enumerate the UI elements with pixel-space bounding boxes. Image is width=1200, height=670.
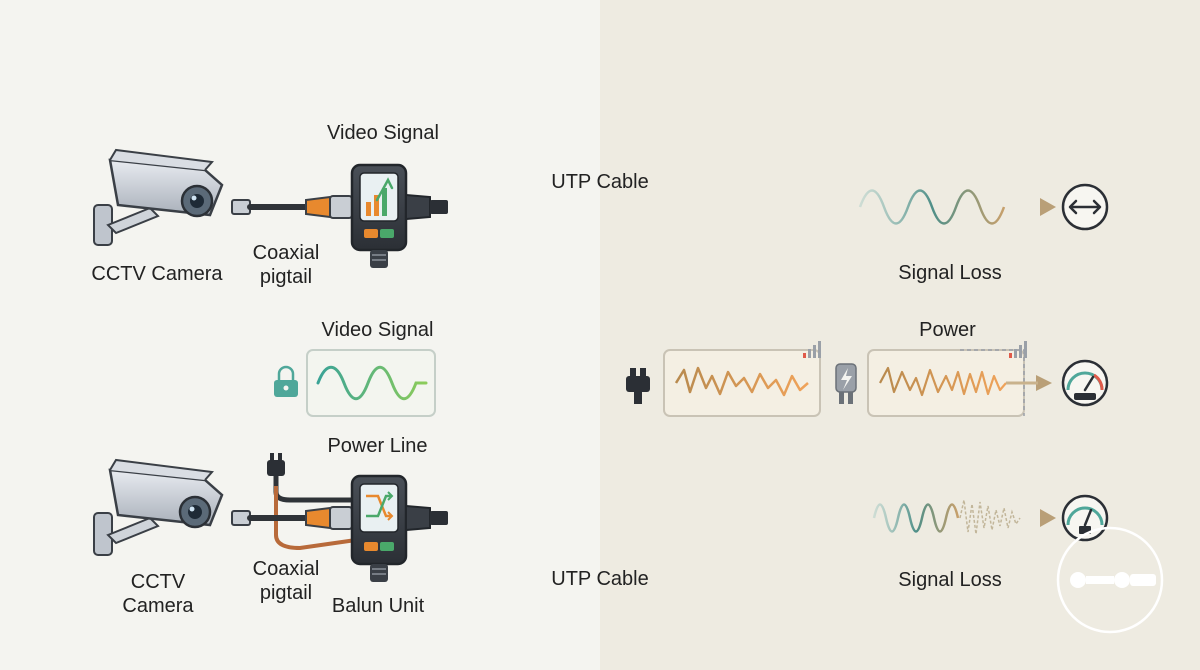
- background-left: [0, 0, 600, 670]
- noisy-signal-box-1: [663, 341, 821, 417]
- bottom-camera-label-line1: CCTV: [130, 571, 186, 593]
- bottom-cctv-camera-icon: [93, 458, 224, 556]
- gauge-icon: [1061, 359, 1109, 407]
- middle-arrow-head: [1036, 375, 1052, 391]
- bottom-power-line-plug: [267, 453, 357, 551]
- bottom-pigtail-label-line2: pigtail: [259, 582, 313, 604]
- top-balun-device-icon: [350, 163, 448, 268]
- top-loss-label: Signal Loss: [898, 262, 1002, 284]
- lock-icon: [274, 365, 298, 397]
- power-plug-icon: [626, 368, 650, 404]
- top-utp-cable: [444, 198, 1056, 216]
- top-video-signal-label: Video Signal: [327, 122, 439, 144]
- bottom-cable-label: UTP Cable: [551, 568, 649, 590]
- bottom-pigtail-label: Coaxial pigtail: [245, 557, 327, 605]
- bottom-balun-label: Balun Unit: [331, 595, 425, 617]
- noisy-signal-box-2: [867, 341, 1027, 417]
- bottom-camera-label: CCTV Camera: [108, 570, 208, 618]
- bottom-coaxial-pigtail: [231, 506, 353, 530]
- bottom-pigtail-label-line1: Coaxial: [252, 558, 320, 580]
- top-pigtail-label-line1: Coaxial: [252, 242, 320, 264]
- bottom-utp-cable: [444, 509, 1056, 527]
- video-signal-box: [306, 349, 436, 417]
- watermark-logo: [1056, 526, 1164, 634]
- bottom-camera-label-line2: Camera: [122, 595, 194, 617]
- bottom-signal-loss-wave: [872, 499, 1021, 535]
- lightning-plug-icon: [835, 363, 857, 404]
- background-right: [600, 0, 1200, 670]
- bottom-balun-device-icon: [350, 474, 448, 582]
- top-pigtail-label: Coaxial pigtail: [245, 241, 327, 289]
- middle-video-signal-label: Video Signal: [321, 319, 434, 341]
- middle-power-line-label: Power Line: [327, 435, 428, 457]
- top-cctv-camera-icon: [93, 148, 224, 246]
- top-signal-loss-wave: [858, 189, 1006, 225]
- top-pigtail-label-line2: pigtail: [259, 266, 313, 288]
- bidirectional-arrow-icon: [1061, 183, 1109, 231]
- top-camera-label: CCTV Camera: [91, 263, 223, 285]
- middle-power-label: Power: [919, 319, 976, 341]
- bottom-loss-label: Signal Loss: [898, 569, 1002, 591]
- top-cable-label: UTP Cable: [551, 171, 649, 193]
- top-coaxial-pigtail: [231, 195, 353, 219]
